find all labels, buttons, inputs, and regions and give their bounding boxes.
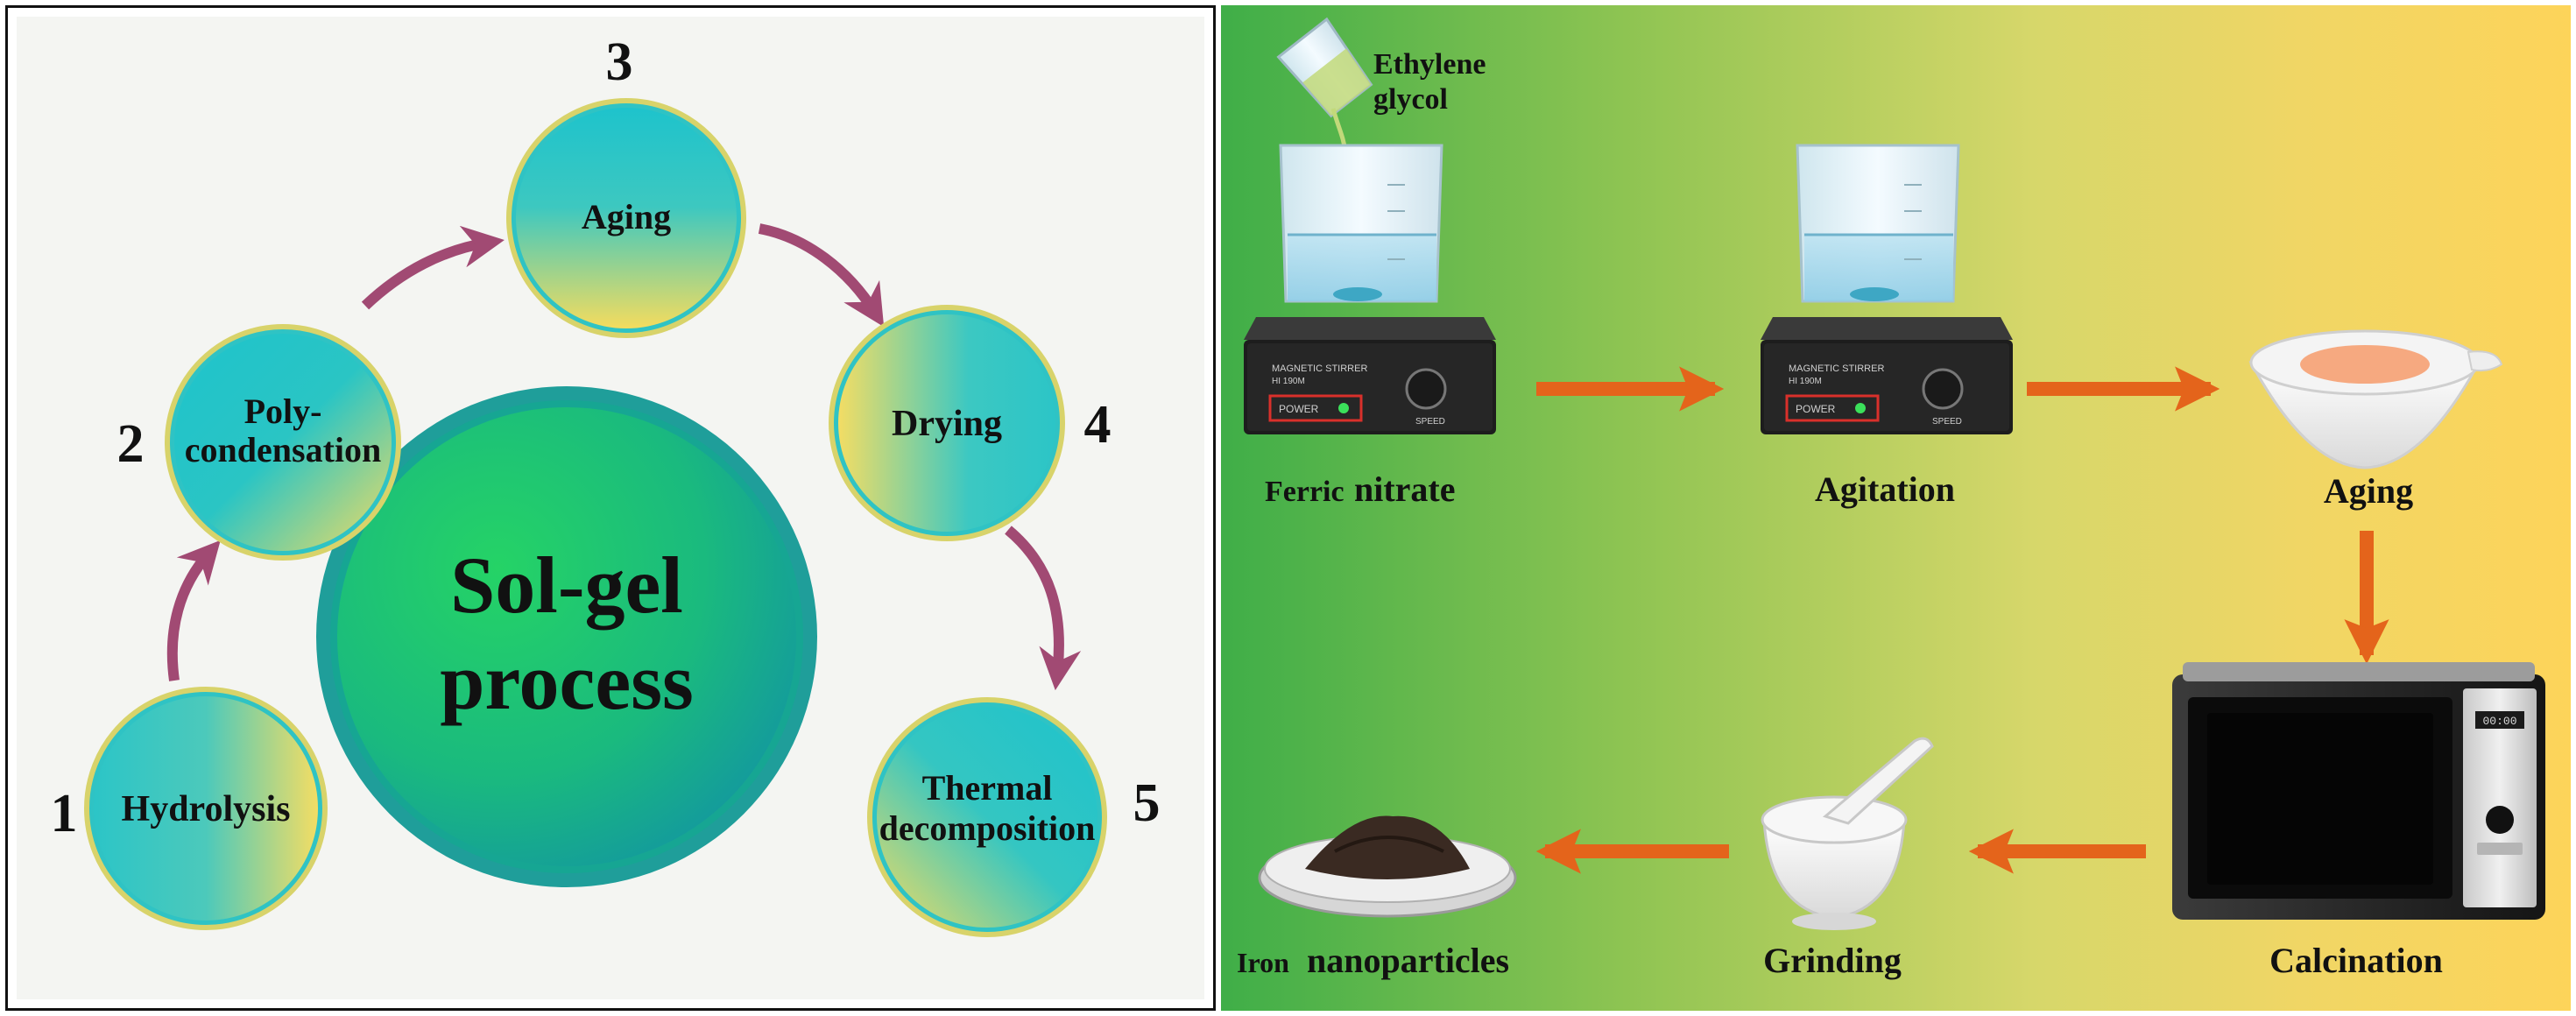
step-4-label: Drying xyxy=(892,404,1002,444)
step-hydrolysis: Hydrolysis 1 xyxy=(51,687,328,930)
stirrer-power-label: POWER xyxy=(1796,403,1836,415)
step-thermal-decomposition: Thermal decomposition 5 xyxy=(867,697,1161,937)
center-circle: Sol-gel process xyxy=(316,386,817,887)
sol-gel-panel: Sol-gel process Hydrolysis 1 Poly- conde… xyxy=(5,5,1216,1011)
step-1-label: Hydrolysis xyxy=(122,789,291,829)
center-label-line2: process xyxy=(440,637,694,726)
arrow-1-to-2 xyxy=(166,540,221,681)
step-5-label-line1: Thermal xyxy=(922,768,1053,808)
stirrer-speed-label: SPEED xyxy=(1415,417,1445,427)
pouring-beaker-icon xyxy=(1276,17,1373,118)
step-iron-main: nanoparticles xyxy=(1307,941,1509,980)
step-aging: Aging 3 xyxy=(506,32,746,338)
stirrer-title: MAGNETIC STIRRER xyxy=(1789,363,1884,374)
magnetic-stirrer-icon: MAGNETIC STIRRER HI 190M POWER SPEED xyxy=(1761,317,2013,434)
center-label-line1: Sol-gel xyxy=(450,540,683,630)
stirrer-agitation: MAGNETIC STIRRER HI 190M POWER SPEED Agi… xyxy=(1761,144,2013,509)
arrow-4-to-5 xyxy=(1005,526,1082,691)
step-poly-condensation: Poly- condensation 2 xyxy=(117,324,401,561)
aging-bowl-icon xyxy=(2248,329,2503,469)
step-5-number: 5 xyxy=(1133,773,1161,833)
step-iron-prefix: Iron xyxy=(1237,947,1289,978)
step-3-number: 3 xyxy=(606,32,633,92)
step-aging: Aging xyxy=(2324,471,2413,511)
step-agitation: Agitation xyxy=(1815,469,1955,509)
arrow-3-to-4 xyxy=(758,223,885,328)
arrow-2-to-3 xyxy=(361,225,505,310)
reagent-label-line2: glycol xyxy=(1373,83,1448,116)
reagent-label-line1: Ethylene xyxy=(1373,48,1486,81)
step-4-number: 4 xyxy=(1084,395,1112,455)
step-ferric-main: nitrate xyxy=(1354,469,1456,509)
stirrer-ferric-nitrate: MAGNETIC STIRRER HI 190M POWER SPEED Fer… xyxy=(1244,144,1496,509)
step-grinding: Grinding xyxy=(1763,941,1902,980)
sol-gel-diagram: Sol-gel process Hydrolysis 1 Poly- conde… xyxy=(51,32,1161,937)
synthesis-panel: Ethylene glycol MAGNETIC STIRRER HI 190M xyxy=(1221,5,2571,1011)
step-2-label-line1: Poly- xyxy=(244,392,322,431)
oven-display: 00:00 xyxy=(2482,715,2516,728)
microwave-oven-icon: 00:00 xyxy=(2172,662,2545,920)
stirrer-title: MAGNETIC STIRRER xyxy=(1272,363,1367,374)
stirrer-speed-label: SPEED xyxy=(1932,417,1962,427)
step-calcination: Calcination xyxy=(2269,941,2443,980)
step-2-label-line2: condensation xyxy=(185,430,382,469)
step-3-label: Aging xyxy=(582,197,671,236)
stirrer-power-label: POWER xyxy=(1279,403,1319,415)
step-1-number: 1 xyxy=(51,784,78,843)
mortar-pestle-icon xyxy=(1761,737,1934,930)
stirrer-model: HI 190M xyxy=(1789,377,1822,386)
beaker-icon xyxy=(1279,144,1443,303)
beaker-icon xyxy=(1796,144,1960,303)
step-drying: Drying 4 xyxy=(829,305,1112,541)
step-5-label-line2: decomposition xyxy=(879,808,1096,848)
stirrer-model: HI 190M xyxy=(1272,377,1305,386)
magnetic-stirrer-icon: MAGNETIC STIRRER HI 190M POWER SPEED xyxy=(1244,317,1496,434)
step-ferric-prefix: Ferric xyxy=(1265,476,1344,508)
synthesis-diagram: Ethylene glycol MAGNETIC STIRRER HI 190M xyxy=(1237,17,2545,980)
petri-dish-icon xyxy=(1258,815,1517,918)
step-2-number: 2 xyxy=(117,414,145,474)
